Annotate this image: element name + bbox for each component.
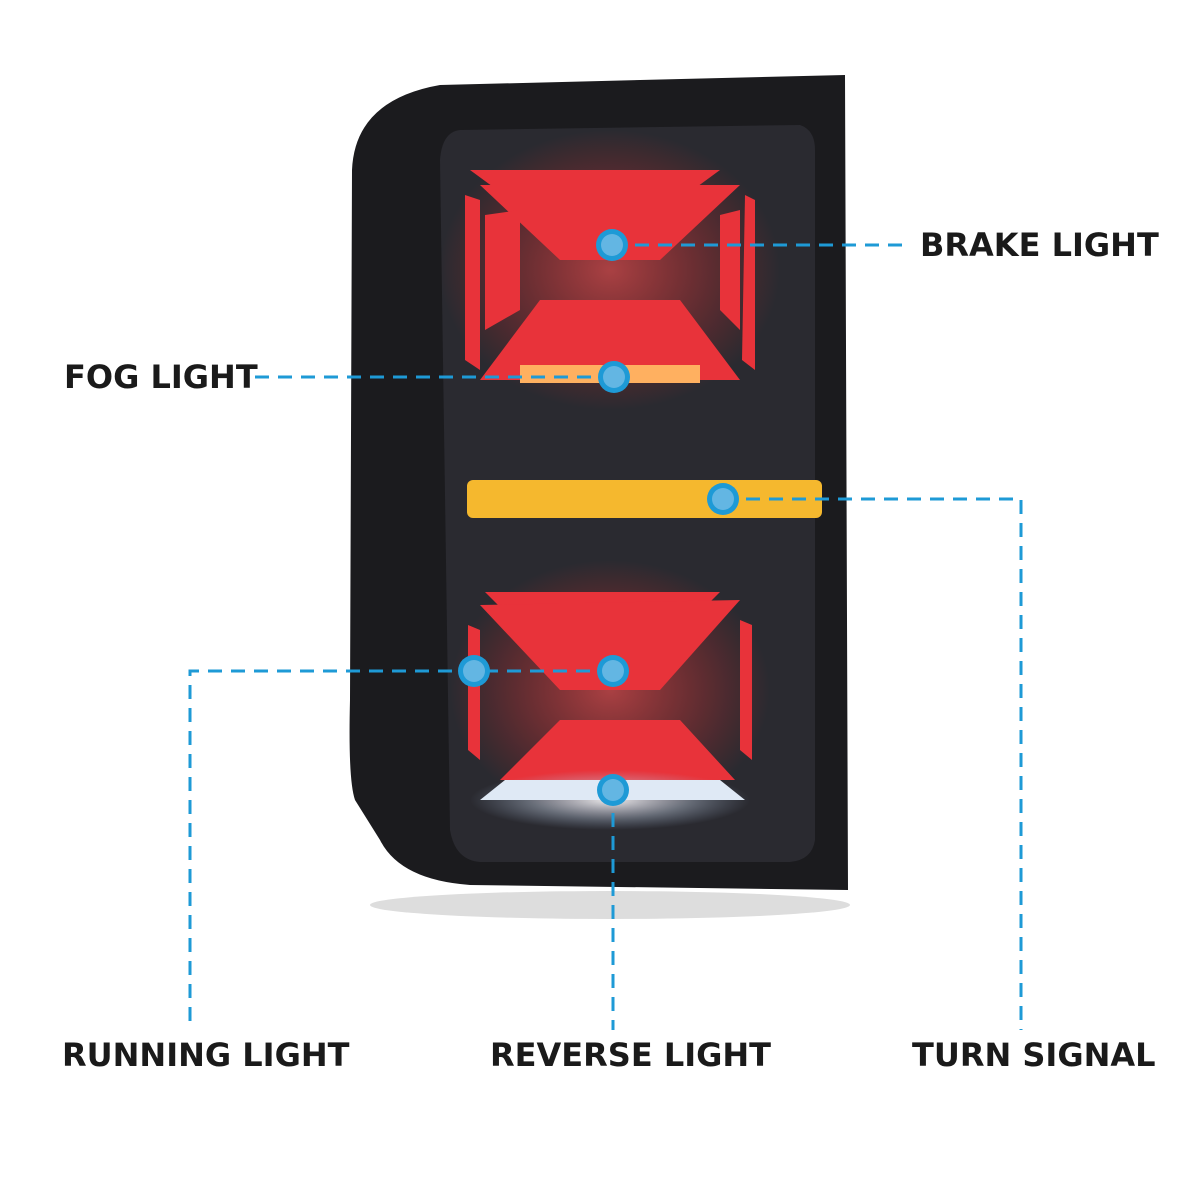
turn-dot — [707, 483, 739, 515]
reverse-light-label: REVERSE LIGHT — [490, 1036, 771, 1074]
shadow — [370, 891, 850, 919]
brake-dot — [596, 229, 628, 261]
upper-brake-section — [440, 130, 780, 410]
reverse-dot — [597, 774, 629, 806]
running-dot-right — [597, 655, 629, 687]
turn-callout-line — [723, 497, 1023, 1030]
turn-signal-label: TURN SIGNAL — [912, 1036, 1156, 1074]
fog-dot — [598, 361, 630, 393]
brake-light-label: BRAKE LIGHT — [920, 226, 1159, 264]
turn-signal-bar — [467, 480, 822, 518]
callout-dots — [458, 229, 739, 806]
fog-light-label: FOG LIGHT — [64, 358, 258, 396]
running-dot-left — [458, 655, 490, 687]
running-light-label: RUNNING LIGHT — [62, 1036, 350, 1074]
